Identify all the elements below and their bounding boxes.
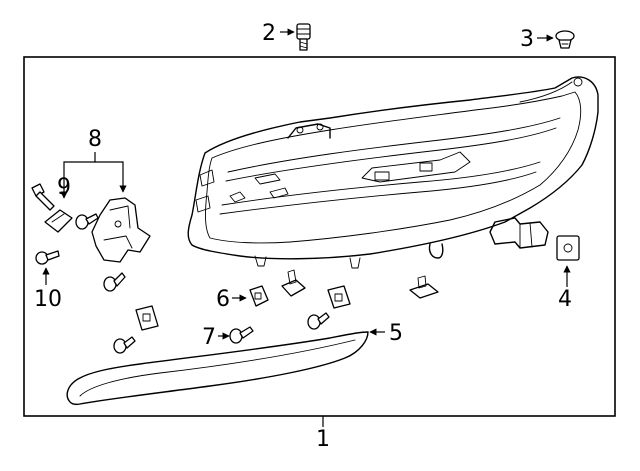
callout-10: 10: [34, 287, 62, 312]
clip-part-3: [555, 30, 575, 49]
screw-part-7b: [307, 312, 330, 330]
screw-part-7: [229, 326, 254, 344]
assembly-frame: [23, 56, 616, 417]
callout-7: 7: [202, 325, 216, 350]
callout-6: 6: [216, 287, 230, 312]
screw-under-bracket: [103, 272, 126, 292]
clip-nut-b: [409, 275, 439, 299]
callout-8: 8: [88, 127, 102, 152]
callout-1: 1: [316, 427, 330, 452]
screw-near-9: [75, 213, 99, 230]
headlamp-assembly: [187, 76, 599, 269]
bolt-left: [31, 183, 55, 211]
clip-part-6b: [327, 285, 351, 309]
screw-part-10: [35, 250, 60, 265]
callout-9: 9: [57, 175, 71, 200]
bolt-part-2: [296, 23, 311, 51]
bracket-part-8: [91, 197, 151, 263]
callout-5: 5: [389, 321, 403, 346]
callout-4: 4: [558, 287, 572, 312]
nut-part-4: [556, 235, 580, 261]
garnish-strip-part-5: [66, 331, 369, 406]
clip-nut-a: [281, 269, 306, 297]
callout-8-bracket-right: [95, 161, 127, 193]
callout-8-bracket-left: [63, 152, 96, 190]
screw-part-7c: [113, 336, 136, 354]
clip-part-6c: [135, 305, 159, 331]
callout-2: 2: [262, 21, 276, 46]
callout-3: 3: [520, 27, 534, 52]
clip-part-6: [249, 285, 269, 307]
clip-part-9: [44, 209, 73, 233]
